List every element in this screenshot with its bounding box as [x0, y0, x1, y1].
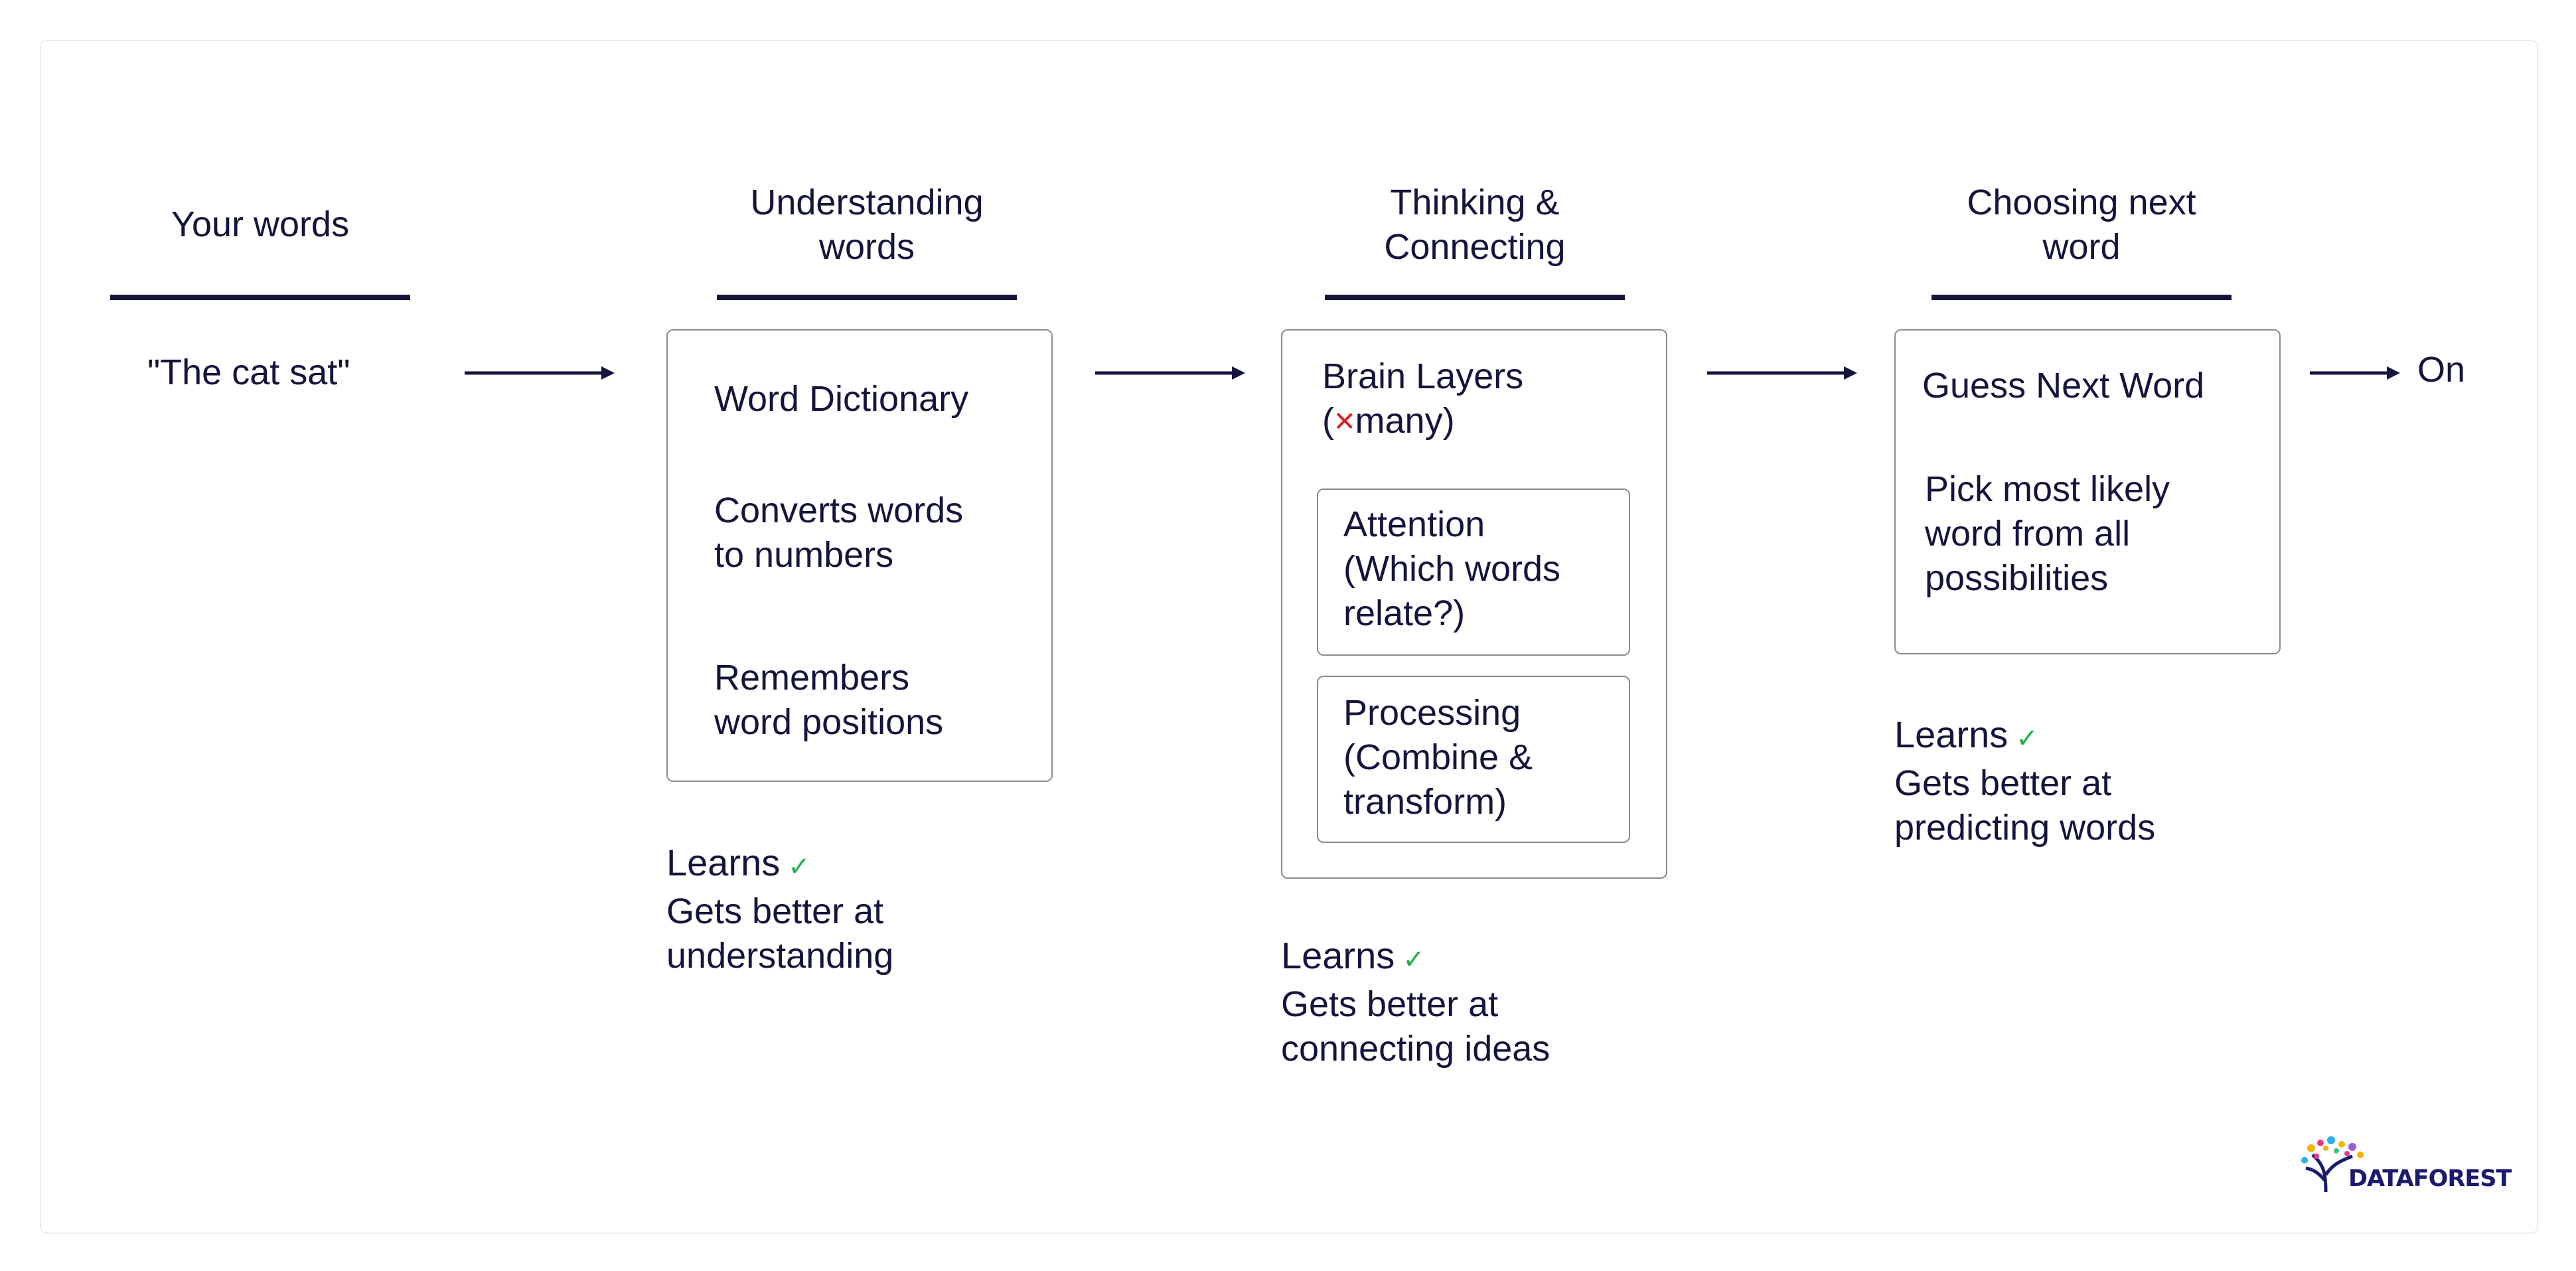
column-title-your-words: Your words: [171, 204, 350, 244]
learns-thinking: Learns✓ Gets better at connecting ideas: [1281, 935, 1551, 1069]
processing-box: [1317, 676, 1630, 843]
attention-text: Attention (Which words relate?): [1343, 504, 1561, 633]
tree-icon: [2301, 1136, 2364, 1193]
output-text: On: [2417, 350, 2466, 390]
brain-layers-title: Brain Layers (×many): [1322, 356, 1524, 441]
arrow-icon: [1095, 366, 1245, 380]
dataforest-logo: DATAFOREST: [2299, 1128, 2512, 1195]
understanding-box: [666, 329, 1053, 782]
remembers-positions-text: Remembers word positions: [714, 658, 944, 742]
column-title-choosing: Choosing next word: [1967, 183, 2196, 267]
column-rule: [110, 295, 410, 300]
cross-icon: ×: [1333, 401, 1355, 441]
converts-words-text: Converts words to numbers: [714, 490, 964, 575]
learns-label: Learns✓: [1894, 713, 2038, 755]
arrow-icon: [2310, 366, 2400, 380]
choosing-box: [1894, 329, 2281, 654]
processing-text: Processing (Combine & transform): [1343, 693, 1533, 822]
word-dictionary-label: Word Dictionary: [714, 379, 969, 419]
learns-choosing: Learns✓ Gets better at predicting words: [1894, 713, 2156, 848]
learns-label: Learns✓: [1281, 935, 1425, 976]
guess-next-word-title: Guess Next Word: [1922, 366, 2205, 406]
learns-label: Learns✓: [666, 842, 810, 883]
column-rule: [717, 295, 1017, 300]
learns-understanding: Learns✓ Gets better at understanding: [666, 842, 894, 976]
check-icon: ✓: [2016, 724, 2038, 753]
column-title-thinking: Thinking & Connecting: [1384, 183, 1566, 267]
check-icon: ✓: [788, 852, 810, 881]
arrow-icon: [465, 366, 615, 380]
column-rule: [1325, 295, 1625, 300]
attention-box: [1317, 488, 1630, 656]
logo-text: DATAFOREST: [2348, 1165, 2512, 1192]
pick-likely-text: Pick most likely word from all possibili…: [1925, 469, 2170, 598]
column-title-understanding: Understanding words: [750, 183, 984, 267]
check-icon: ✓: [1402, 945, 1425, 974]
arrow-icon: [1707, 366, 1857, 380]
column-rule: [1932, 295, 2232, 300]
input-text: "The cat sat": [147, 352, 350, 392]
